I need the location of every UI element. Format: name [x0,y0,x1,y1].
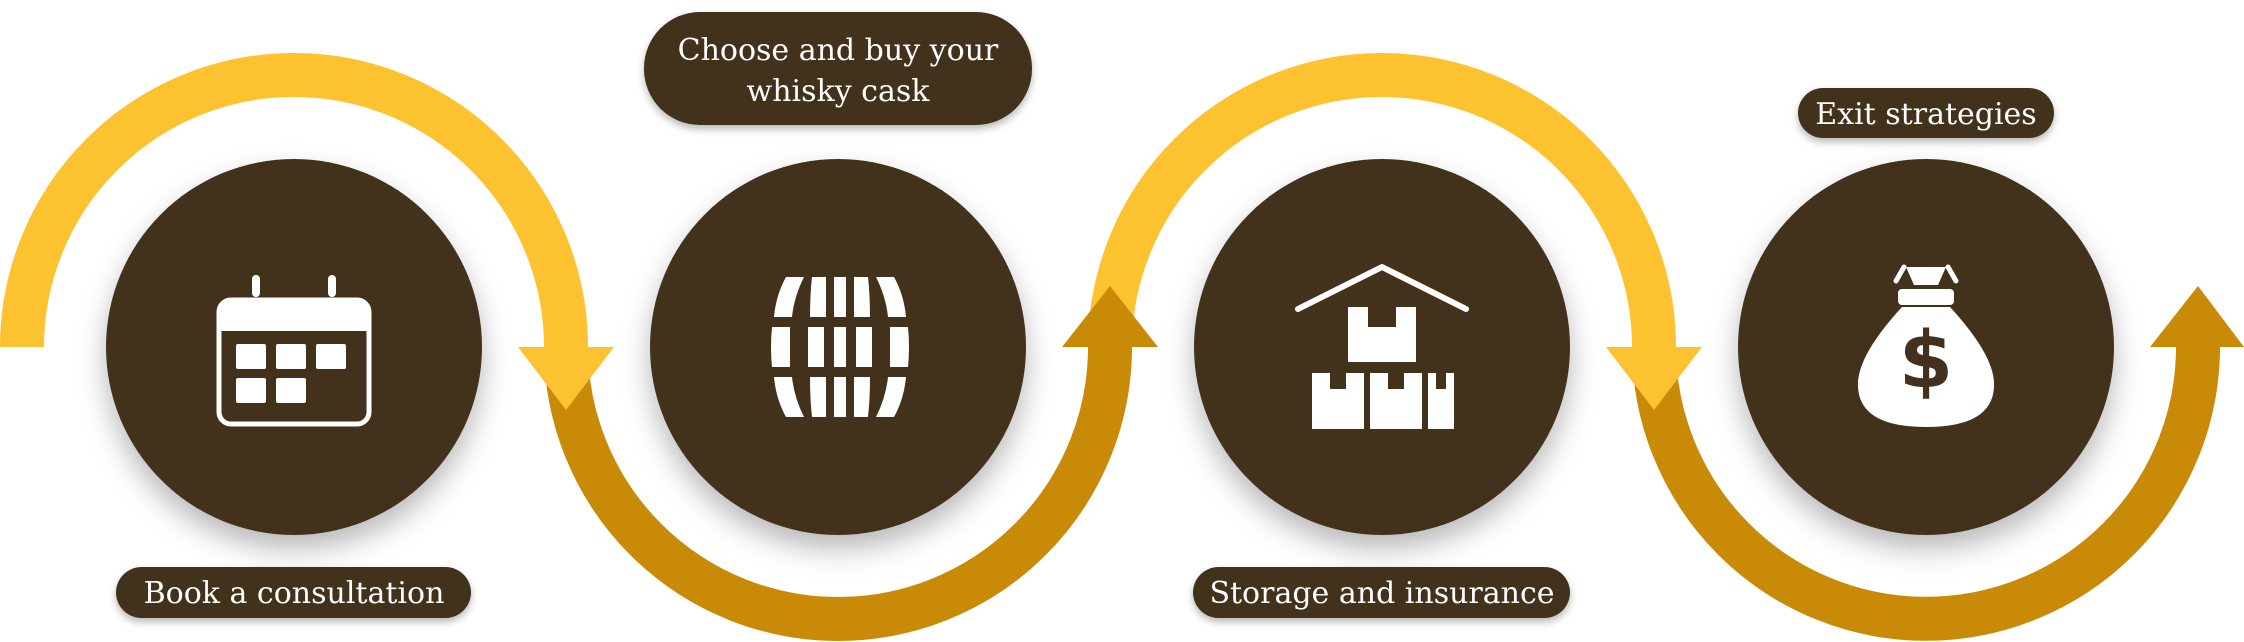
arc-top-2 [1088,53,1676,348]
arc-bottom-1 [544,346,1132,641]
whisky-barrel-icon [771,277,909,417]
dollar-sign-icon: $ [1899,316,1953,406]
step-labels: Book a consultation Choose and buy your … [116,12,2054,618]
label-step-1: Book a consultation [116,567,471,618]
label-step-4: Exit strategies [1798,88,2054,138]
label-pill-4 [1798,88,2054,138]
label-step-2-line-2: whisky cask [747,74,931,109]
label-pill-3 [1193,567,1570,618]
label-pill-2 [644,12,1032,125]
flow-arcs [0,53,2244,641]
label-step-4-line-1: Exit strategies [1815,97,2036,132]
arrow-down-1 [518,347,614,410]
label-step-2-line-1: Choose and buy your [678,33,999,68]
label-step-1-line-1: Book a consultation [144,576,445,611]
arrow-up-1 [1062,286,1158,347]
arc-top-1 [0,53,588,348]
label-step-2: Choose and buy your whisky cask [644,12,1032,125]
calendar-icon [216,275,372,427]
arrow-down-2 [1606,347,1702,410]
label-step-3-line-1: Storage and insurance [1209,576,1554,611]
label-pill-1 [116,567,471,618]
label-step-3: Storage and insurance [1193,567,1570,618]
arc-bottom-2 [1632,346,2220,641]
warehouse-boxes-icon [1295,264,1469,429]
money-bag-icon: $ [1857,264,1995,427]
arrow-up-2 [2150,286,2244,347]
